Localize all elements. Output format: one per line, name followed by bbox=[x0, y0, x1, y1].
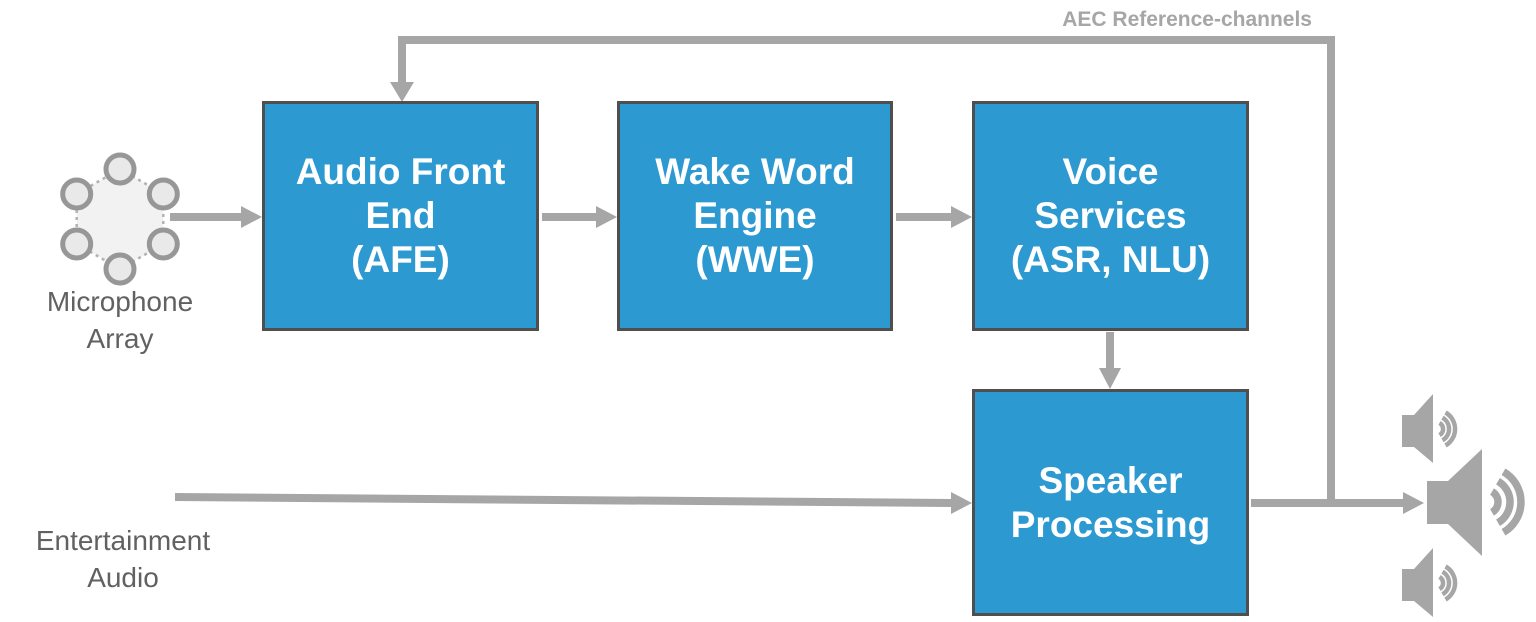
aec-feedback-line bbox=[390, 36, 1335, 503]
arrow-afe-to-wwe bbox=[542, 206, 617, 228]
node-label-afe: Audio Front End (AFE) bbox=[295, 151, 506, 280]
node-voice-services: Voice Services (ASR, NLU) bbox=[972, 101, 1249, 331]
microphone-array-icon bbox=[60, 152, 180, 286]
speaker-icon-large bbox=[1427, 449, 1525, 556]
node-audio-front-end: Audio Front End (AFE) bbox=[262, 101, 539, 331]
mic-element-circle bbox=[103, 152, 137, 186]
node-wake-word-engine: Wake Word Engine (WWE) bbox=[617, 101, 893, 331]
mic-element-circle bbox=[103, 252, 137, 286]
arrowhead-into-afe bbox=[390, 82, 414, 102]
microphone-array-label: Microphone Array bbox=[46, 286, 194, 354]
mic-element-circle bbox=[60, 227, 94, 261]
node-label-voice-services: Voice Services (ASR, NLU) bbox=[1010, 151, 1211, 280]
aec-reference-channels-label: AEC Reference-channels bbox=[1062, 8, 1312, 31]
mic-element-circle bbox=[60, 177, 94, 211]
arrow-mic-to-afe bbox=[170, 206, 262, 228]
node-label-wwe: Wake Word Engine (WWE) bbox=[655, 151, 855, 280]
arrow-wwe-to-voice bbox=[896, 206, 972, 228]
entertainment-audio-label: Entertainment Audio bbox=[35, 525, 211, 593]
mic-element-circle bbox=[146, 227, 180, 261]
arrow-entertainment-to-speaker-processing bbox=[174, 492, 972, 514]
speaker-icon-small-top bbox=[1402, 394, 1458, 463]
speaker-icon-small-bottom bbox=[1402, 548, 1458, 617]
arrow-voice-to-speaker-processing bbox=[1099, 332, 1121, 389]
mic-element-circle bbox=[146, 177, 180, 211]
arrow-speaker-output bbox=[1251, 492, 1424, 514]
node-label-speaker-processing: Speaker Processing bbox=[1010, 459, 1211, 545]
node-speaker-processing: Speaker Processing bbox=[972, 389, 1249, 616]
